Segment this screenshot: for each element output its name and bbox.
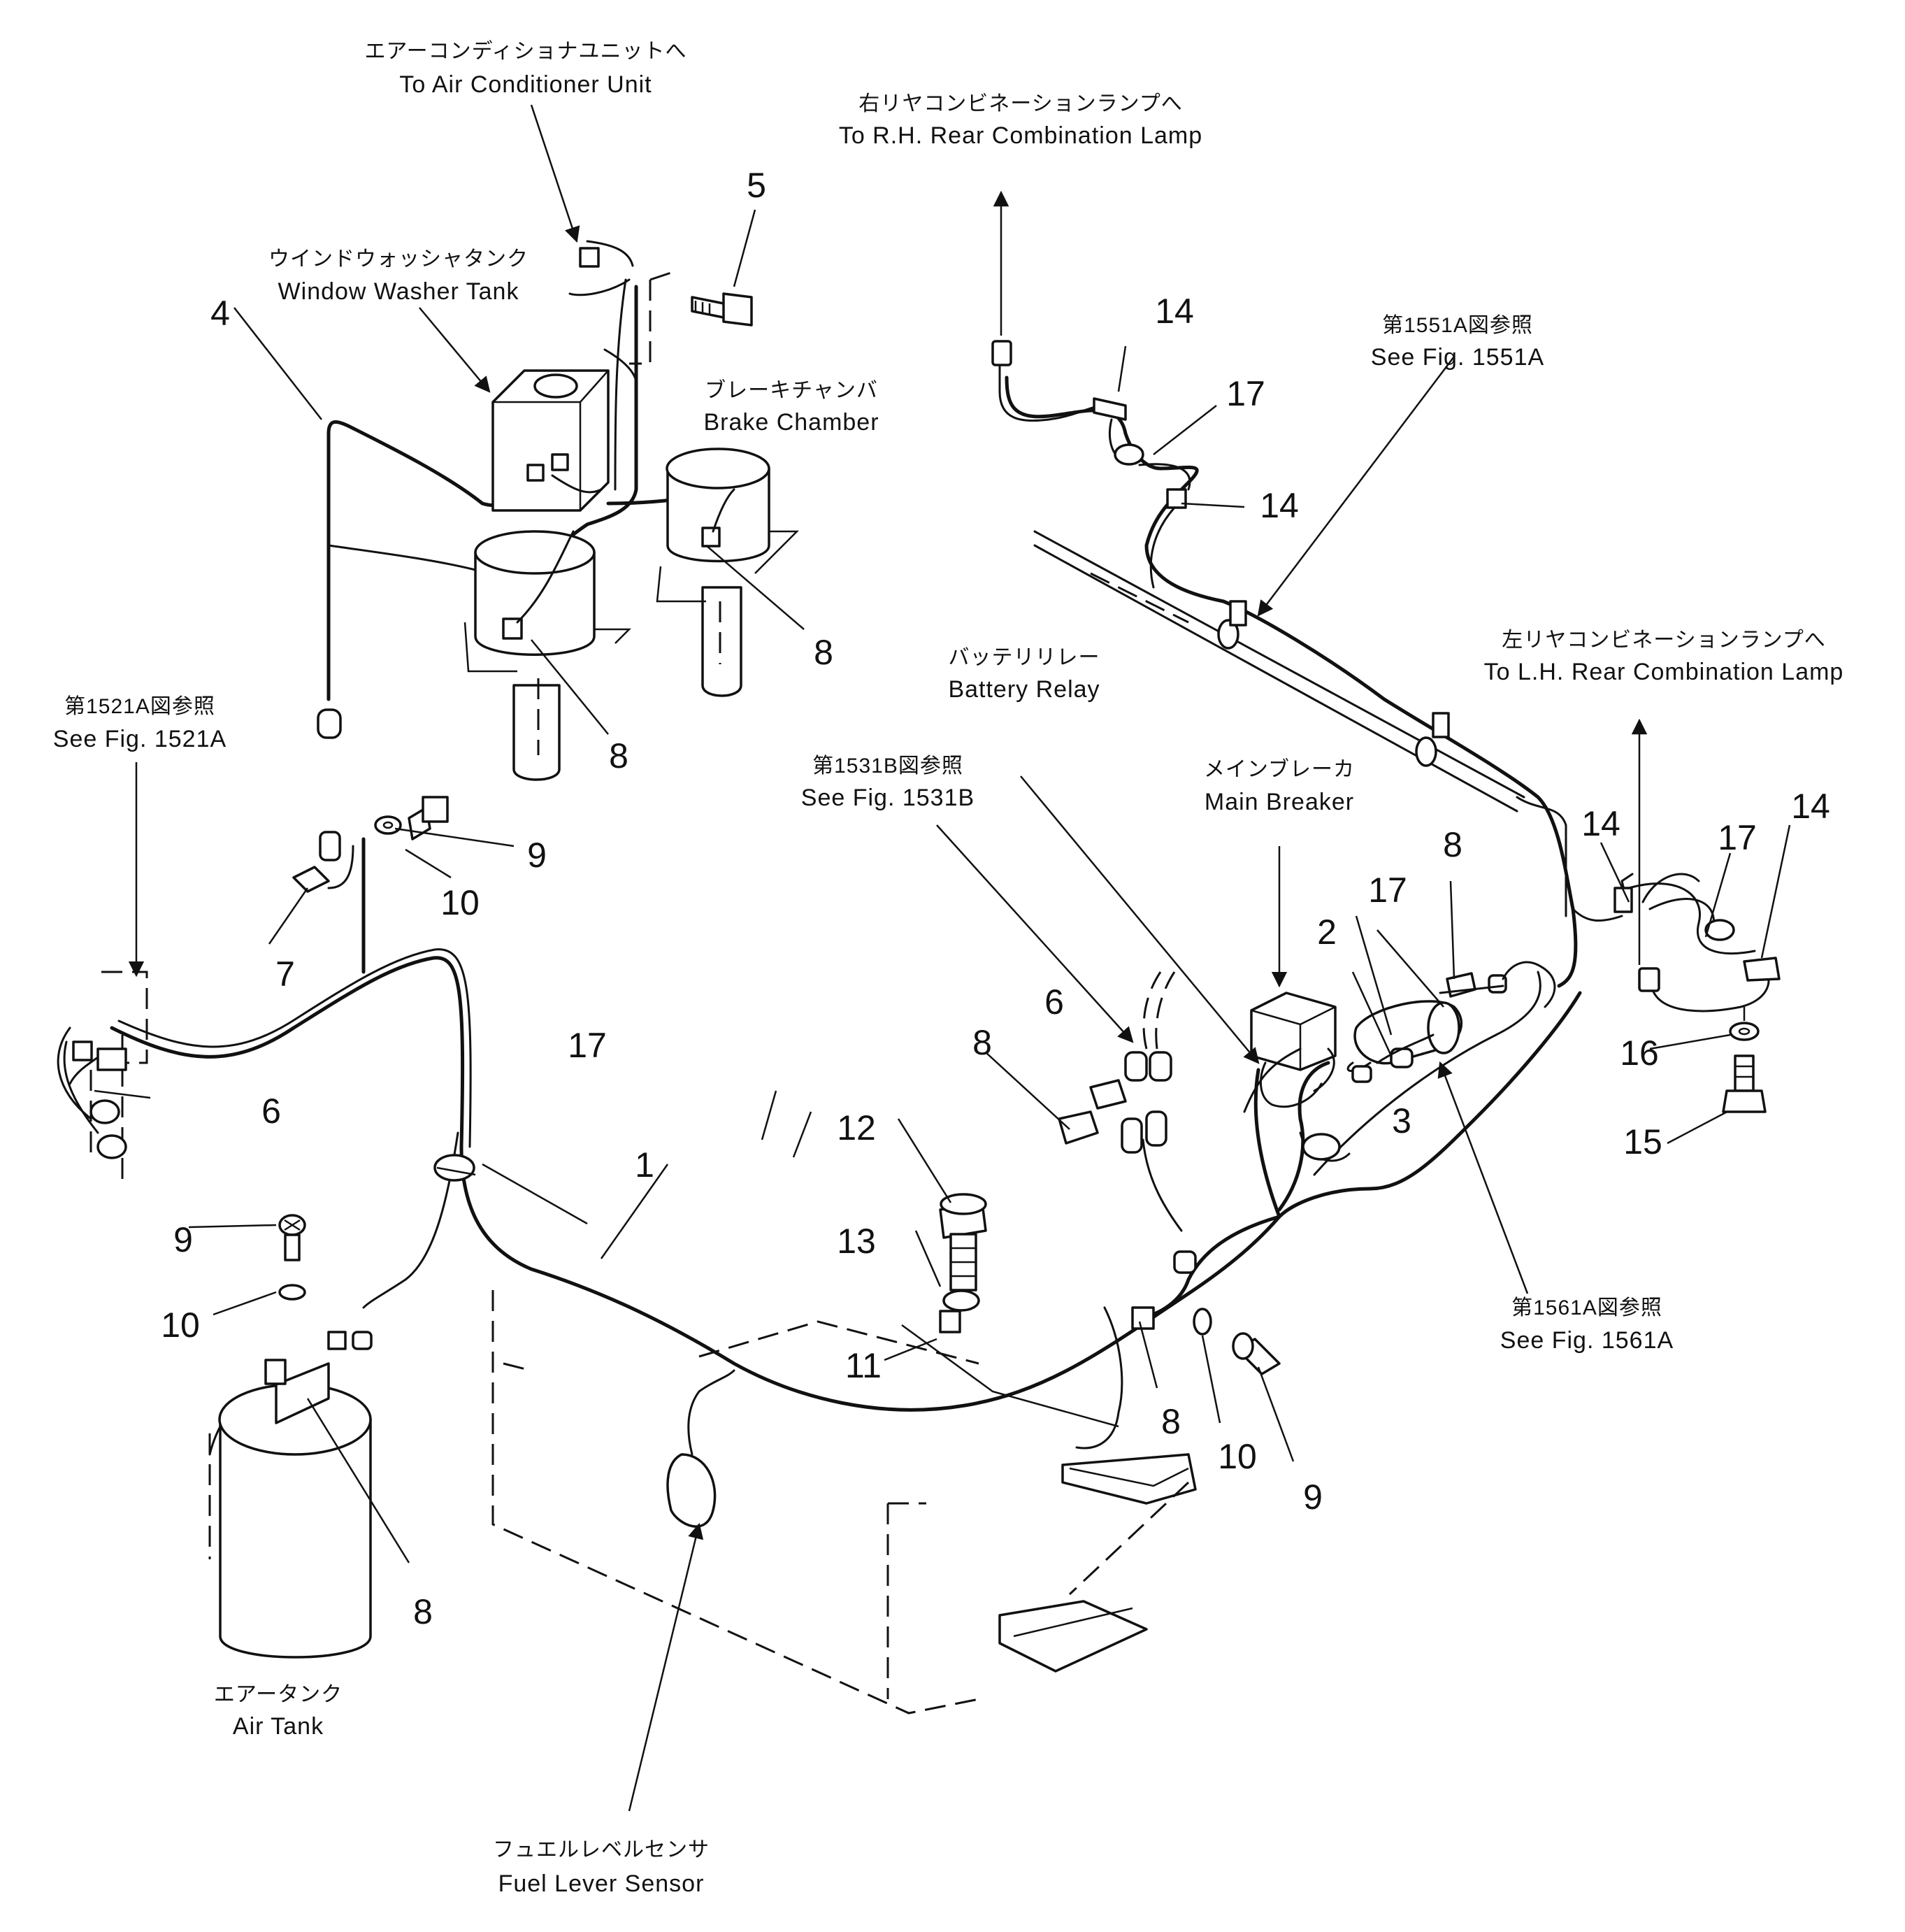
lh-lamp-label-jp: 左リヤコンビネーションランプへ [1502,629,1826,652]
callout-15: 15 [1623,1122,1662,1161]
lh-lamp-label-en: To L.H. Rear Combination Lamp [1484,659,1844,685]
middle-connectors [1058,971,1197,1330]
callout-8d: 8 [972,1023,992,1062]
callout-14b: 14 [1260,486,1299,525]
callout-6b: 6 [1044,982,1064,1022]
window-washer-label-jp: ウインドウォッシャタンク [268,248,529,271]
callout-9c: 9 [1303,1477,1323,1517]
rh-lamp-harness [991,340,1191,589]
bolt-9-washer-10-lower [1193,1308,1281,1375]
harness-branch-left [57,837,366,1134]
main-breaker-label-en: Main Breaker [1205,789,1354,815]
air-conditioner-label-jp: エアーコンディショナユニットへ [364,40,686,63]
callout-4: 4 [210,294,230,333]
callout-14a: 14 [1155,292,1194,331]
callout-numbers: 5 4 8 8 14 17 14 9 10 7 6 17 1 9 10 8 12… [161,166,1830,1631]
bolt-15-washer-16 [1722,1022,1767,1113]
callout-12: 12 [837,1108,876,1147]
fuel-sensor-label-jp: フュエルレベルセンサ [493,1838,710,1861]
callout-9b: 9 [173,1220,193,1259]
steps [998,1453,1197,1673]
battery-relay-label-jp: バッテリリレー [949,646,1100,669]
callout-8f: 8 [1443,825,1462,864]
fuel-tank [491,1290,1119,1715]
callout-16: 16 [1620,1033,1659,1073]
rh-lamp-label-en: To R.H. Rear Combination Lamp [839,122,1202,149]
fig-1561a-label-jp: 第1561A図参照 [1511,1296,1662,1319]
lh-lamp-harness [1613,873,1781,1012]
callout-14d: 14 [1791,787,1830,826]
callout-13: 13 [837,1222,876,1261]
callout-10c: 10 [1218,1437,1257,1476]
callout-8b: 8 [609,736,628,775]
bolt-5 [691,292,753,327]
battery-relay-breaker [1250,961,1556,1162]
callout-8a: 8 [814,633,833,672]
bolt-9-washer-10-left [278,1214,306,1301]
callout-11: 11 [845,1346,882,1385]
brake-chamber-left [463,530,632,781]
callout-8e: 8 [1161,1402,1181,1441]
brake-chamber-label-jp: ブレーキチャンバ [705,379,878,402]
callout-14c: 14 [1581,804,1620,843]
lamp-arrows [993,190,1648,965]
callout-17d: 17 [1718,818,1757,857]
ac-connector [579,247,672,365]
brake-chamber-label-en: Brake Chamber [703,409,879,436]
callout-17c: 17 [1368,871,1407,910]
callout-8c: 8 [413,1592,433,1631]
fuel-sensor-label-en: Fuel Lever Sensor [498,1870,705,1897]
callout-7: 7 [275,954,295,994]
frame-rail [1033,530,1567,917]
cable-3 [1243,1047,1302,1113]
callout-1: 1 [635,1145,654,1185]
fig-1561a-label-en: See Fig. 1561A [1500,1327,1674,1354]
main-breaker-label-jp: メインブレーカ [1204,758,1355,781]
fig-1521a-block [72,971,148,1182]
air-conditioner-label-en: To Air Conditioner Unit [399,71,652,98]
fig-1531b-label-en: See Fig. 1531B [801,785,975,811]
brake-chamber-right [656,448,800,697]
clip-17-left [433,1154,476,1182]
bolt-12-washer-13 [939,1193,987,1312]
callout-17b: 17 [568,1026,607,1065]
callout-9a: 9 [527,836,547,875]
fig-1521a-label-en: See Fig. 1521A [53,726,227,752]
air-tank [208,1331,373,1659]
battery-relay-label-en: Battery Relay [948,676,1100,703]
callout-5: 5 [747,166,766,205]
fig-1551a-label-en: See Fig. 1551A [1371,344,1544,371]
callout-3: 3 [1392,1101,1411,1140]
callout-10b: 10 [161,1305,200,1345]
callout-6a: 6 [261,1092,281,1131]
air-tank-label-en: Air Tank [233,1713,324,1740]
rh-lamp-label-jp: 右リヤコンビネーションランプへ [858,92,1183,115]
fig-1531b-label-jp: 第1531B図参照 [812,754,963,778]
callout-2: 2 [1317,913,1337,952]
harness-4-connectors [292,708,342,893]
bolt-9-washer-10-upper [374,796,449,840]
fig-1551a-label-jp: 第1551A図参照 [1382,314,1533,337]
callout-17a: 17 [1226,374,1265,413]
text-labels: エアーコンディショナユニットへ To Air Conditioner Unit … [53,40,1844,1897]
window-washer-tank [491,369,610,512]
window-washer-label-en: Window Washer Tank [278,278,519,305]
fig-1521a-label-jp: 第1521A図参照 [64,695,215,718]
callout-10a: 10 [440,883,480,922]
leader-lines [94,104,1791,1812]
main-harness [110,948,1582,1450]
air-tank-label-jp: エアータンク [214,1683,343,1706]
